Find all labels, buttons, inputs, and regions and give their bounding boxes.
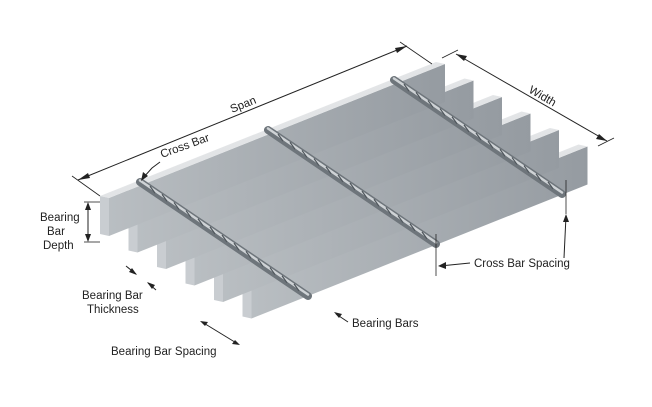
cross-bar-twist [337, 174, 344, 183]
cross-bar-spacing-dimension: Cross Bar Spacing [435, 180, 570, 276]
cross-bar [136, 178, 312, 300]
cross-bar-twist [209, 226, 216, 235]
bearing-bar-depth-label-3: Depth [43, 240, 74, 252]
bearing-bars-label: Bearing Bars [352, 318, 419, 330]
cross-bar-twist [439, 108, 446, 116]
cross-bar-twist [313, 158, 320, 166]
cross-bar-twist [233, 242, 240, 251]
cross-bar-twist [415, 91, 422, 100]
cross-bar-twist [385, 207, 392, 215]
width-label: Width [527, 84, 558, 109]
grating-bars [100, 62, 588, 319]
cross-bar-twist [197, 218, 204, 227]
bearing-bar-thickness-dimension: Bearing Bar Thickness [82, 265, 157, 316]
cross-bar-twist [547, 181, 554, 190]
cross-bar-twist [421, 231, 428, 240]
cross-bar-twist [427, 100, 434, 108]
cross-bar-twist [185, 210, 192, 218]
bearing-bar-depth-label-1: Bearing [40, 212, 80, 224]
cross-bar-twist [349, 182, 356, 191]
bearing-bar-spacing-label: Bearing Bar Spacing [111, 346, 216, 358]
cross-bar-twist [397, 215, 404, 223]
cross-bar-twist [463, 124, 470, 133]
bearing-bar-side [109, 64, 445, 236]
bearing-bar-depth-dimension: Bearing Bar Depth [40, 201, 100, 252]
cross-bar [264, 126, 440, 248]
cross-bar-twist [293, 283, 300, 292]
bearing-bars-callout: Bearing Bars [334, 312, 419, 330]
cross-bar-twist [149, 185, 156, 194]
cross-bars [136, 76, 566, 300]
cross-bar-twist [289, 141, 296, 150]
cross-bar-twist [325, 166, 332, 175]
cross-bar-twist [361, 190, 368, 199]
cross-bar-twist [221, 234, 228, 243]
cross-bar-twist [535, 173, 542, 182]
cross-bar-twist [499, 148, 506, 157]
cross-bar-twist [257, 259, 264, 267]
cross-bar-twist [403, 83, 410, 92]
bearing-bar-depth-label-2: Bar [47, 226, 65, 238]
bearing-bar-thickness-label-1: Bearing Bar [82, 290, 143, 302]
cross-bar-twist [281, 275, 288, 284]
cross-bar-twist [245, 250, 252, 259]
cross-bar-twist [523, 165, 530, 173]
cross-bar-twist [451, 116, 458, 125]
bearing-bar-spacing-dimension: Bearing Bar Spacing [111, 321, 240, 358]
cross-bar-twist [269, 267, 276, 275]
cross-bar-twist [511, 157, 518, 165]
cross-bar-twist [161, 193, 168, 202]
cross-bar-twist [373, 198, 380, 207]
bearing-bar-end [100, 196, 109, 236]
bearing-bar-thickness-label-2: Thickness [87, 304, 139, 316]
cross-bar [390, 76, 566, 198]
cross-bar-twist [487, 140, 494, 149]
cross-bar-twist [475, 132, 482, 141]
cross-bar-spacing-label: Cross Bar Spacing [474, 258, 570, 270]
cross-bar-twist [173, 202, 180, 210]
cross-bar-twist [277, 133, 284, 142]
cross-bar-twist [301, 150, 308, 158]
cross-bar-twist [409, 223, 416, 232]
